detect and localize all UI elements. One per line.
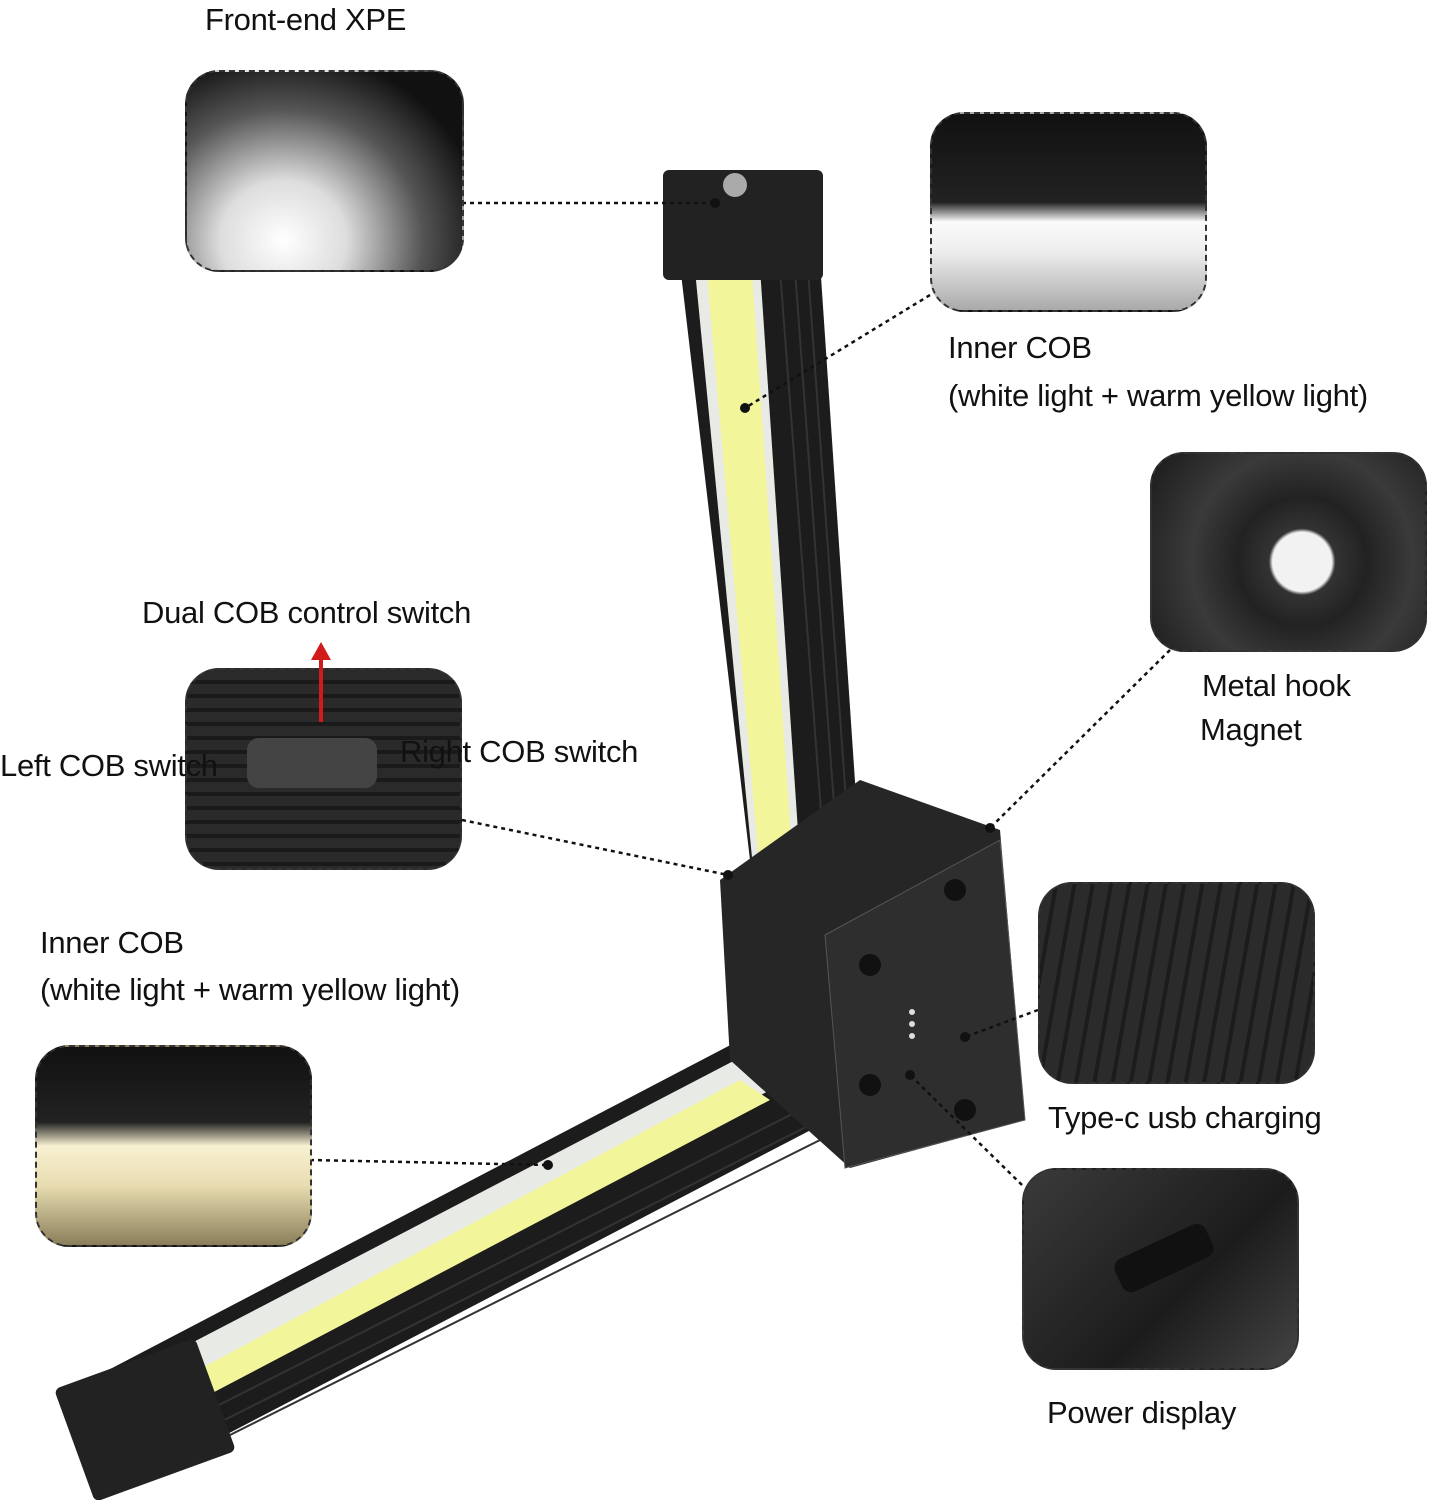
label-inner-cob-top-sub: (white light + warm yellow light): [948, 378, 1368, 413]
switch-buttons: [247, 738, 377, 788]
xpe-detail-photo: [185, 70, 464, 272]
label-type-c: Type-c usb charging: [1048, 1100, 1322, 1135]
vertical-cob-yellow: [707, 273, 797, 930]
top-cob-detail-photo: [930, 112, 1207, 312]
label-front-xpe: Front-end XPE: [205, 2, 407, 37]
label-inner-cob-bottom-sub: (white light + warm yellow light): [40, 972, 460, 1007]
xpe-lens-icon: [723, 173, 747, 197]
label-magnet: Magnet: [1200, 712, 1302, 747]
label-left-switch: Left COB switch: [0, 748, 218, 783]
label-right-switch: Right COB switch: [400, 734, 639, 769]
leader-lines: [309, 201, 1171, 1186]
label-metal-hook: Metal hook: [1202, 668, 1351, 703]
power-indicator-dots: [909, 1009, 915, 1039]
horizontal-cob-yellow: [170, 1080, 770, 1410]
label-power-display: Power display: [1047, 1395, 1237, 1430]
label-inner-cob-top: Inner COB: [948, 330, 1092, 365]
typec-detail-photo: [1038, 882, 1315, 1084]
label-inner-cob-bottom: Inner COB: [40, 925, 184, 960]
label-dual-switch: Dual COB control switch: [142, 595, 472, 630]
power-display-detail-photo: [1022, 1168, 1299, 1370]
horizontal-end-cap: [55, 1339, 235, 1500]
magnet-detail-photo: [1150, 452, 1427, 652]
switch-detail-photo: [185, 668, 462, 870]
bottom-cob-detail-photo: [35, 1045, 312, 1247]
vertical-end-cap: [663, 170, 823, 280]
